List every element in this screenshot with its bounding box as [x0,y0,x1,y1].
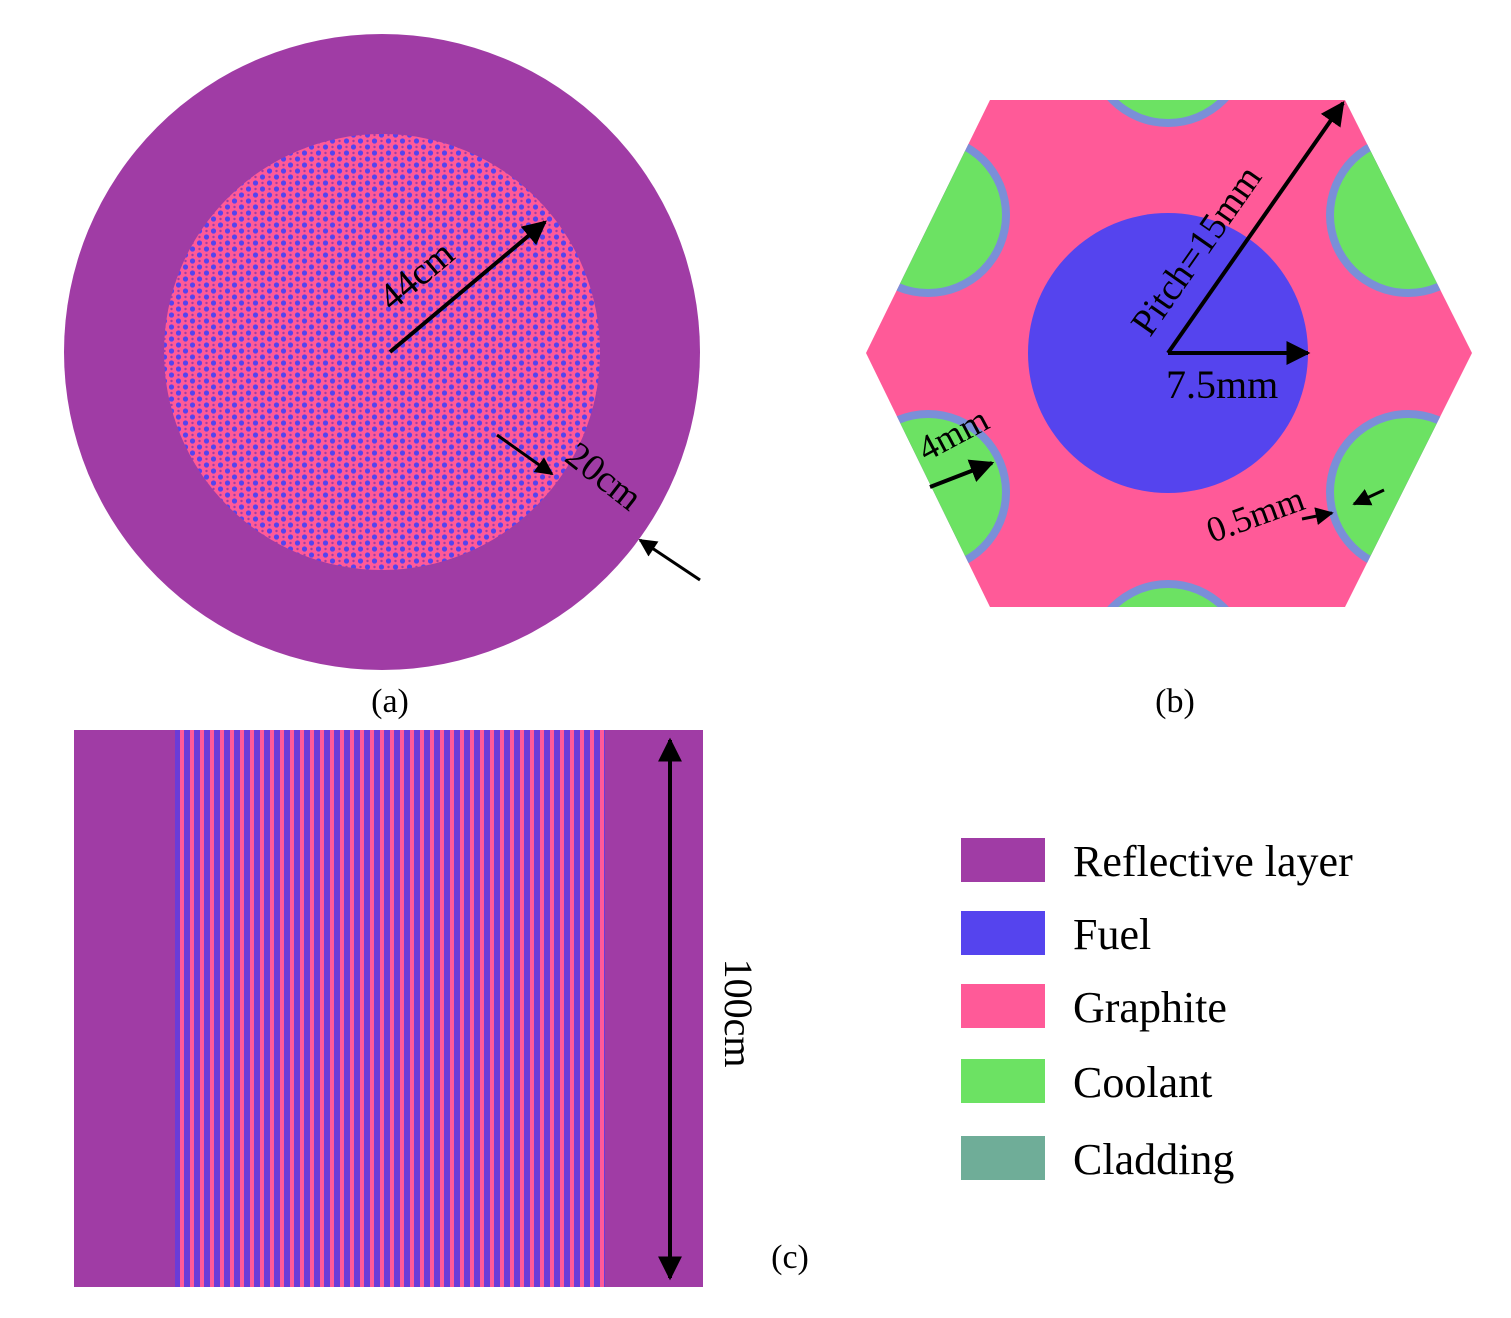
pitch-arrow [1166,101,1345,355]
legend-swatch-reflective [961,838,1045,882]
caption-b: (b) [1155,683,1195,720]
caption-c: (c) [771,1239,809,1276]
panel-b-unit-cell: Pitch=15mm 7.5mm 4mm 0.5mm (b) [866,100,1472,720]
cladding-arrow-left [1301,507,1334,526]
panel-a-radial-section: 44cm 20cm (a) [64,34,701,720]
legend-label-fuel: Fuel [1073,910,1151,959]
cladding-arrow-right [1352,488,1385,506]
legend-item-cladding: Cladding [961,1135,1234,1184]
legend-item-fuel: Fuel [961,910,1151,959]
legend-swatch-graphite [961,984,1045,1028]
legend-swatch-fuel [961,911,1045,955]
legend-item-graphite: Graphite [961,983,1227,1032]
legend-item-reflective: Reflective layer [961,837,1353,886]
legend-item-coolant: Coolant [961,1058,1212,1107]
legend-label-cladding: Cladding [1073,1135,1234,1184]
core-lattice [164,134,600,570]
reflector-arrow-outer [638,538,701,582]
coolant-channel [1326,410,1472,574]
caption-a: (a) [371,683,409,720]
axial-core-channels [175,730,605,1287]
panel-c-axial-section: 100cm (c) [74,730,809,1287]
legend-label-coolant: Coolant [1073,1058,1212,1107]
legend-label-reflective: Reflective layer [1073,837,1353,886]
label-7-5mm: 7.5mm [1166,362,1278,407]
legend: Reflective layer Fuel Graphite Coolant C… [961,837,1353,1184]
reflector-arrow-inner [496,433,554,476]
legend-swatch-coolant [961,1059,1045,1103]
coolant-radius-arrow [929,459,995,489]
legend-swatch-cladding [961,1136,1045,1180]
radius-arrow-44cm [388,220,547,354]
label-100cm: 100cm [716,959,761,1068]
legend-label-graphite: Graphite [1073,983,1227,1032]
coolant-channel [1326,133,1472,297]
coolant-channel [866,133,1010,297]
